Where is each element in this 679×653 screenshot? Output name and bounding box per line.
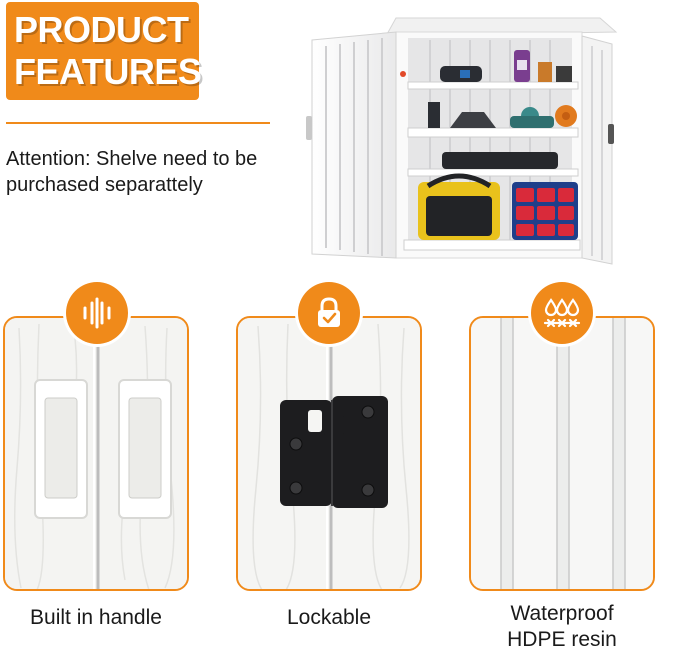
- caption-handle: Built in handle: [30, 606, 162, 629]
- waterproof-feature-badge: [531, 282, 593, 344]
- caption-lockable: Lockable: [286, 606, 372, 629]
- water-drops-icon: [543, 298, 581, 328]
- handle-feature-badge: [66, 282, 128, 344]
- caption-waterproof-line-2: HDPE resin: [507, 628, 617, 651]
- attention-note: Attention: Shelve need to be purchased s…: [6, 148, 258, 196]
- title-badge: PRODUCT FEATURES: [6, 2, 202, 100]
- sound-waves-icon: [83, 297, 111, 329]
- padlock-icon: [318, 297, 340, 327]
- title-line-2: FEATURES: [14, 51, 202, 92]
- handle-photo: [5, 318, 187, 589]
- resin-panel-photo: [471, 318, 653, 589]
- feature-card-lock: [236, 316, 422, 591]
- caption-waterproof-line-1: Waterproof: [510, 602, 614, 625]
- feature-card-waterproof: [469, 316, 655, 591]
- lock-hasp-photo: [238, 318, 420, 589]
- feature-card-handle: [3, 316, 189, 591]
- cabinet-image: [306, 17, 618, 265]
- title-line-1: PRODUCT: [14, 9, 189, 50]
- title-divider: [6, 122, 270, 124]
- caption-waterproof: Waterproof HDPE resin: [462, 601, 662, 653]
- lock-feature-badge: [298, 282, 360, 344]
